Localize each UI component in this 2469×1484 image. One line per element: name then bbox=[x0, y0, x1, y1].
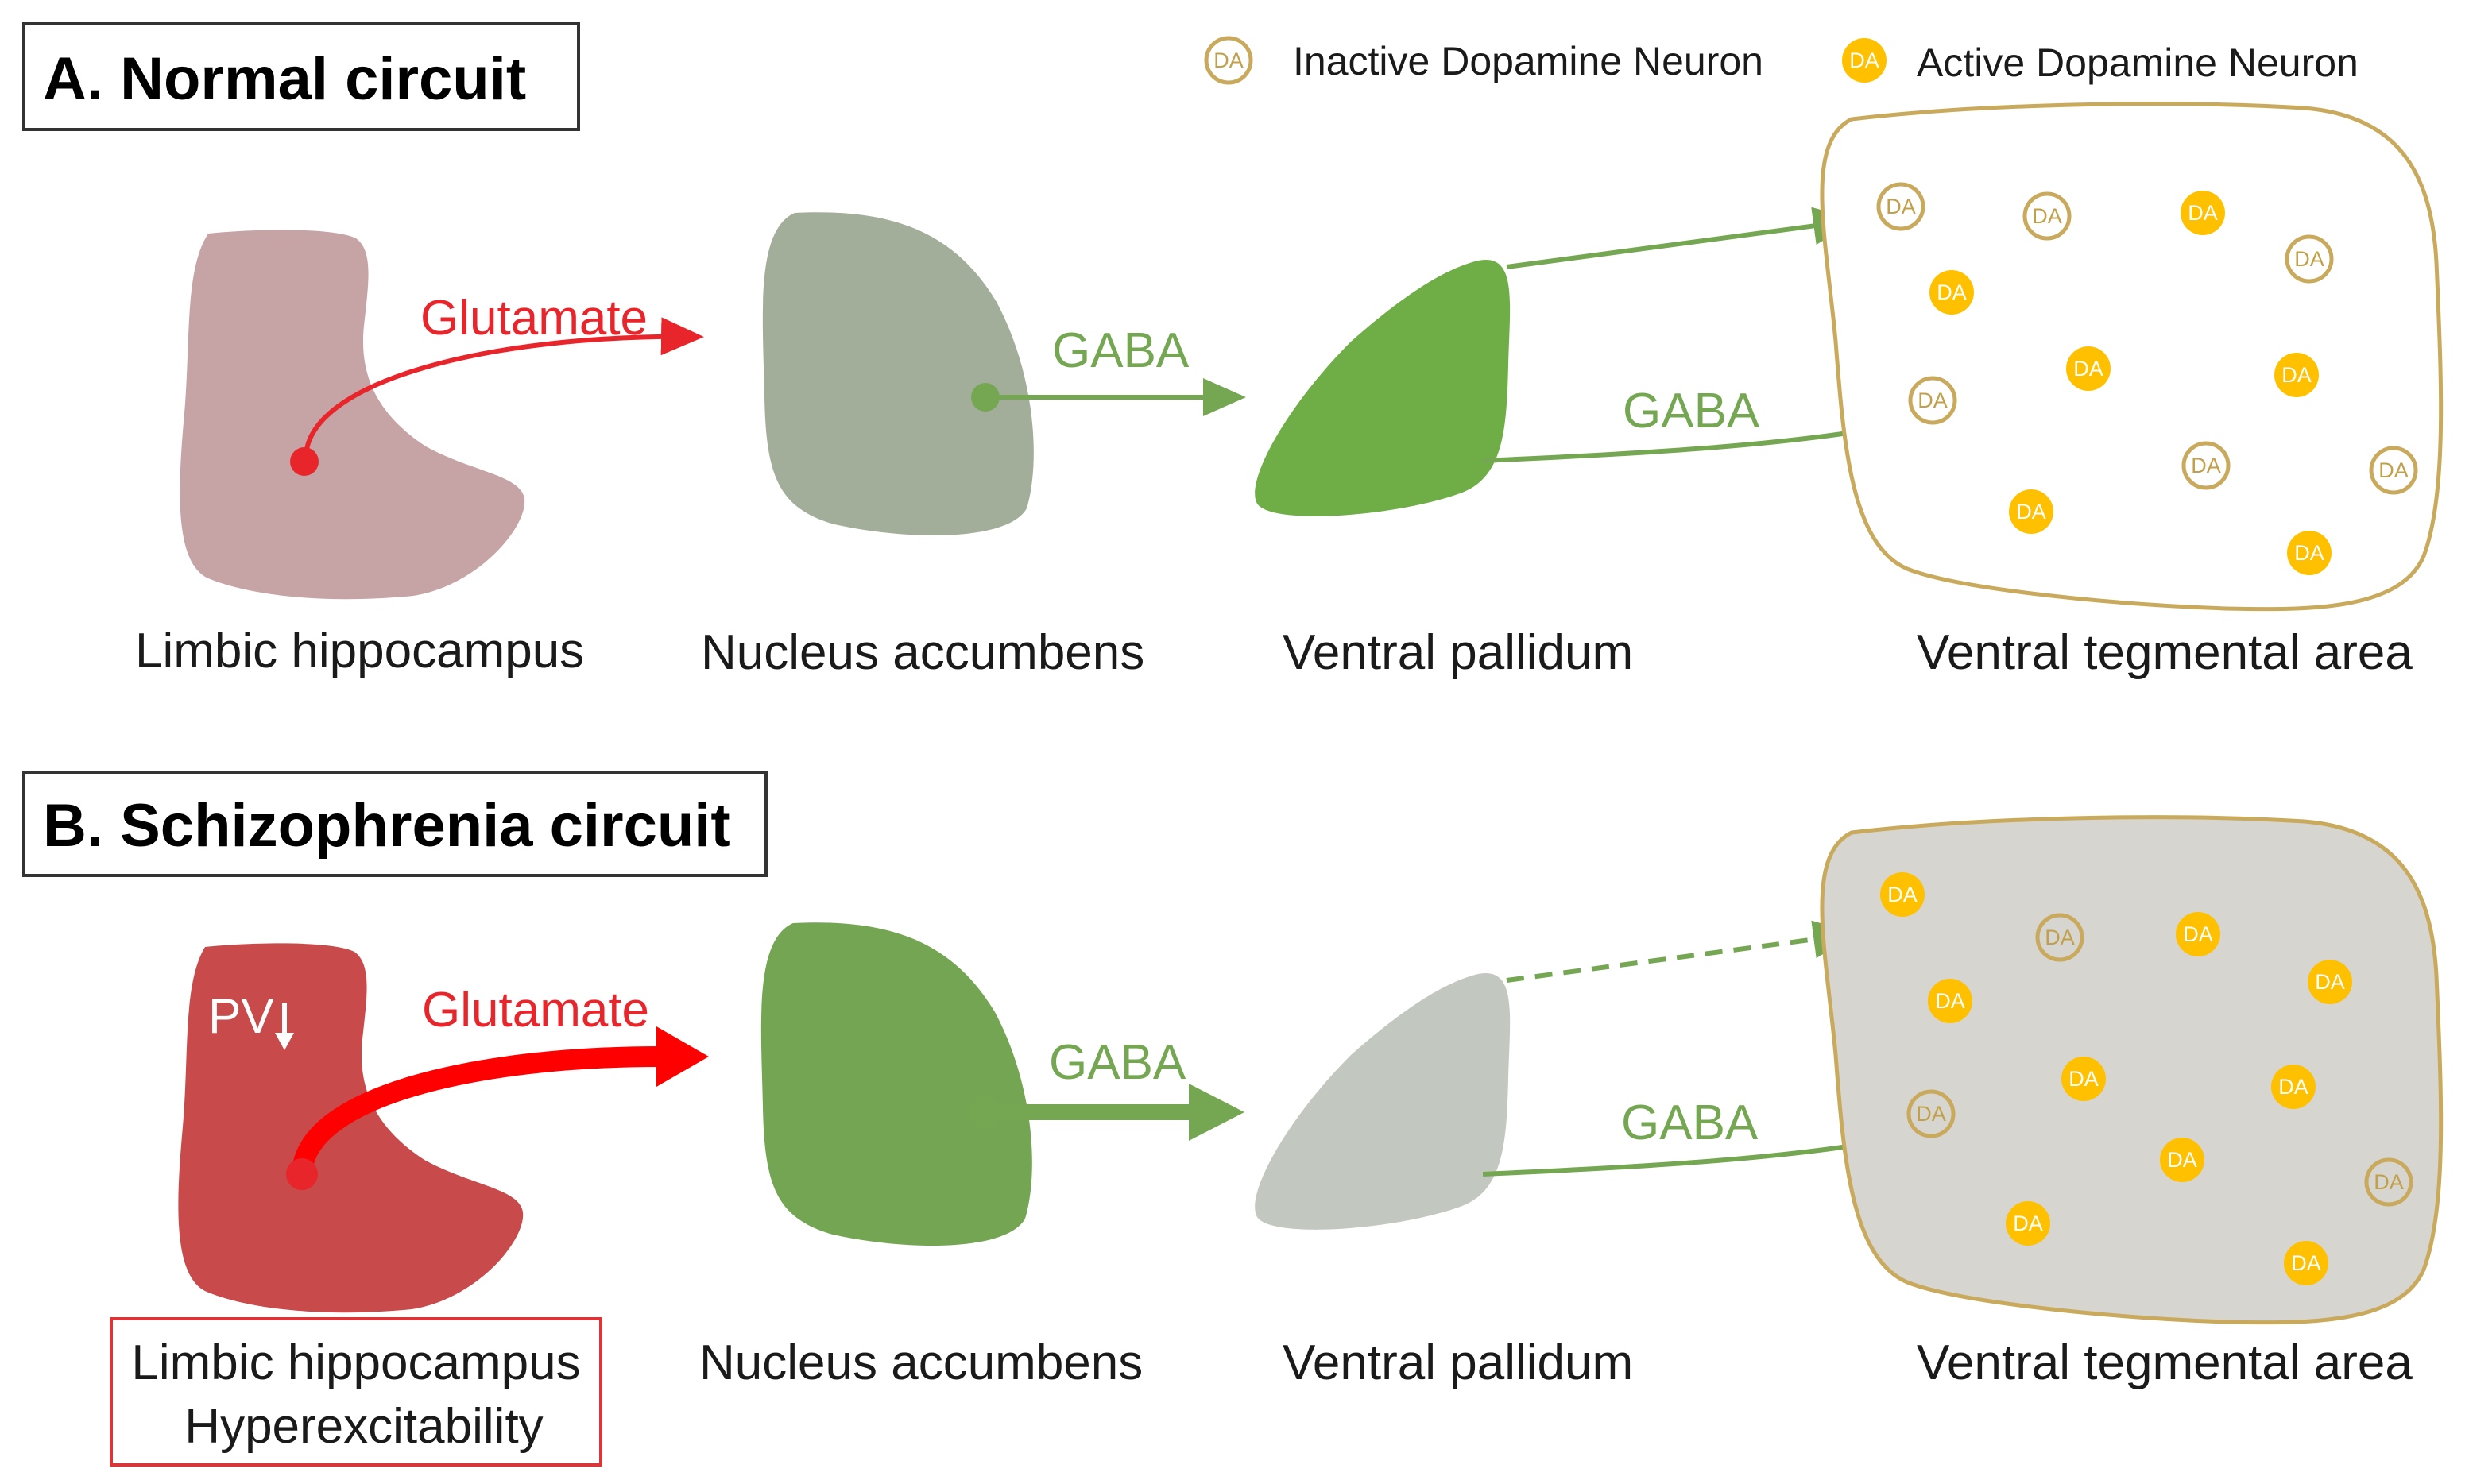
panel-b-da-active-6: DA bbox=[2271, 1065, 2316, 1109]
panel-a-gaba-label-2: GABA bbox=[1623, 384, 1760, 439]
svg-text:DA: DA bbox=[2016, 500, 2046, 524]
panel-a-gaba-label-1: GABA bbox=[1052, 323, 1190, 378]
panel-b-schizophrenia-circuit: B. Schizophrenia circuit PV Glutamate GA… bbox=[22, 771, 2444, 1467]
panel-b-glutamate-arrowhead bbox=[656, 1026, 709, 1087]
panel-a-title: A. Normal circuit bbox=[43, 45, 526, 113]
panel-a-da-active-1: DA bbox=[2181, 191, 2225, 235]
panel-b-gaba-label-1: GABA bbox=[1049, 1035, 1186, 1090]
panel-b-gaba-arrow-pallidum-to-vta-upper-dashed bbox=[1506, 920, 1856, 983]
panel-b-da-inactive-1: DA bbox=[2035, 913, 2084, 962]
panel-a-vta-shape bbox=[1820, 102, 2444, 612]
panel-a-normal-circuit: A. Normal circuit Glutamate GABA GABA DA… bbox=[22, 22, 2444, 680]
panel-a-da-neurons: DA DA DA DA DA DA DA DA DA DA DA DA bbox=[1876, 182, 2418, 575]
svg-text:DA: DA bbox=[2073, 357, 2103, 381]
panel-a-accumbens-shape bbox=[762, 212, 1034, 535]
svg-text:DA: DA bbox=[1918, 388, 1948, 412]
panel-a-da-active-3: DA bbox=[2066, 346, 2111, 391]
pv-decrease-arrow-icon bbox=[275, 1003, 294, 1050]
panel-b-pv-label: PV bbox=[208, 989, 274, 1044]
panel-b-da-inactive-3: DA bbox=[2364, 1157, 2413, 1207]
panel-a-da-inactive-5: DA bbox=[2181, 441, 2231, 490]
legend-active-label: Active Dopamine Neuron bbox=[1917, 41, 2359, 85]
legend: DA Inactive Dopamine Neuron DA Active Do… bbox=[1204, 36, 2359, 85]
panel-b-hippocampus-label: Limbic hippocampus bbox=[131, 1335, 580, 1390]
panel-b-hyperexcitability-box bbox=[110, 1317, 602, 1467]
svg-text:DA: DA bbox=[2281, 363, 2312, 387]
svg-text:DA: DA bbox=[2032, 204, 2062, 228]
panel-a-glutamate-arrow bbox=[303, 317, 704, 462]
panel-b-accumbens-label: Nucleus accumbens bbox=[699, 1335, 1143, 1390]
panel-b-da-neurons: DA DA DA DA DA DA DA DA DA DA DA DA bbox=[1880, 872, 2413, 1285]
panel-b-glutamate-origin-dot bbox=[286, 1158, 318, 1190]
panel-b-pallidum-label: Ventral pallidum bbox=[1283, 1335, 1633, 1390]
svg-text:DA: DA bbox=[2068, 1067, 2099, 1091]
panel-b-da-active-2: DA bbox=[2176, 912, 2220, 956]
panel-a-title-box bbox=[22, 22, 580, 131]
panel-b-da-active-9: DA bbox=[2284, 1241, 2328, 1285]
panel-b-glutamate-arrow bbox=[292, 1046, 660, 1176]
svg-text:DA: DA bbox=[2167, 1148, 2197, 1172]
panel-b-vta-shape bbox=[1820, 815, 2444, 1325]
svg-text:DA: DA bbox=[1849, 48, 1879, 72]
panel-b-title: B. Schizophrenia circuit bbox=[43, 792, 731, 860]
svg-text:DA: DA bbox=[2045, 926, 2075, 949]
panel-a-da-inactive-6: DA bbox=[2369, 446, 2418, 495]
svg-text:DA: DA bbox=[2188, 201, 2218, 225]
svg-text:DA: DA bbox=[2278, 1075, 2308, 1099]
panel-b-da-active-5: DA bbox=[2061, 1057, 2106, 1101]
svg-text:DA: DA bbox=[1937, 280, 1967, 304]
panel-b-glutamate-label: Glutamate bbox=[422, 983, 649, 1038]
svg-text:DA: DA bbox=[1916, 1102, 1946, 1126]
panel-b-gaba-arrowhead-accumbens bbox=[1189, 1084, 1244, 1141]
panel-a-pallidum-label: Ventral pallidum bbox=[1283, 625, 1633, 680]
svg-text:DA: DA bbox=[2013, 1212, 2043, 1235]
legend-inactive-label: Inactive Dopamine Neuron bbox=[1293, 39, 1763, 83]
panel-b-da-active-7: DA bbox=[2160, 1138, 2204, 1182]
panel-a-da-active-4: DA bbox=[2274, 353, 2319, 397]
svg-text:DA: DA bbox=[2374, 1170, 2404, 1194]
panel-a-da-inactive-1: DA bbox=[1876, 182, 1925, 231]
legend-active-da-icon: DA bbox=[1842, 38, 1887, 83]
panel-a-da-inactive-3: DA bbox=[2285, 234, 2334, 284]
panel-a-da-inactive-2: DA bbox=[2022, 191, 2072, 241]
panel-b-pallidum-shape bbox=[1255, 972, 1511, 1230]
svg-text:DA: DA bbox=[2294, 541, 2324, 565]
panel-a-gaba-arrow-pallidum-to-vta-upper bbox=[1506, 207, 1856, 269]
panel-b-accumbens-shape bbox=[760, 922, 1032, 1246]
panel-a-da-active-2: DA bbox=[1929, 270, 1974, 315]
panel-b-da-active-3: DA bbox=[2308, 960, 2352, 1004]
svg-text:DA: DA bbox=[2291, 1251, 2321, 1275]
panel-a-hippocampus-shape bbox=[180, 230, 525, 600]
panel-a-pallidum-shape bbox=[1255, 259, 1511, 516]
panel-a-glutamate-label: Glutamate bbox=[420, 291, 648, 346]
panel-a-hippocampus-label: Limbic hippocampus bbox=[135, 624, 584, 678]
panel-b-hippocampus-shape bbox=[178, 943, 524, 1313]
panel-a-vta-label: Ventral tegmental area bbox=[1917, 625, 2413, 680]
panel-b-da-active-4: DA bbox=[1928, 979, 1972, 1023]
panel-b-vta-label: Ventral tegmental area bbox=[1917, 1335, 2413, 1390]
svg-text:DA: DA bbox=[2294, 247, 2324, 271]
svg-text:DA: DA bbox=[2315, 970, 2345, 994]
panel-b-da-inactive-2: DA bbox=[1906, 1089, 1956, 1138]
svg-text:DA: DA bbox=[2183, 922, 2213, 946]
panel-a-da-active-5: DA bbox=[2009, 489, 2053, 534]
panel-b-da-active-8: DA bbox=[2006, 1201, 2050, 1246]
panel-a-da-inactive-4: DA bbox=[1908, 376, 1957, 425]
svg-text:DA: DA bbox=[2191, 454, 2221, 477]
panel-a-accumbens-label: Nucleus accumbens bbox=[701, 625, 1144, 680]
svg-text:DA: DA bbox=[1213, 48, 1244, 72]
panel-b-gaba-label-2: GABA bbox=[1621, 1096, 1759, 1150]
svg-text:DA: DA bbox=[1935, 989, 1965, 1013]
legend-inactive-da-icon: DA bbox=[1204, 36, 1253, 85]
panel-b-title-box bbox=[22, 771, 768, 877]
svg-text:DA: DA bbox=[2378, 458, 2409, 482]
panel-a-glutamate-origin-dot bbox=[290, 447, 319, 476]
svg-text:DA: DA bbox=[1887, 883, 1918, 906]
panel-b-da-active-1: DA bbox=[1880, 872, 1925, 917]
panel-a-da-active-6: DA bbox=[2287, 531, 2332, 575]
panel-b-hyperexcitability-label: Hyperexcitability bbox=[184, 1399, 543, 1454]
svg-text:DA: DA bbox=[1886, 195, 1916, 218]
